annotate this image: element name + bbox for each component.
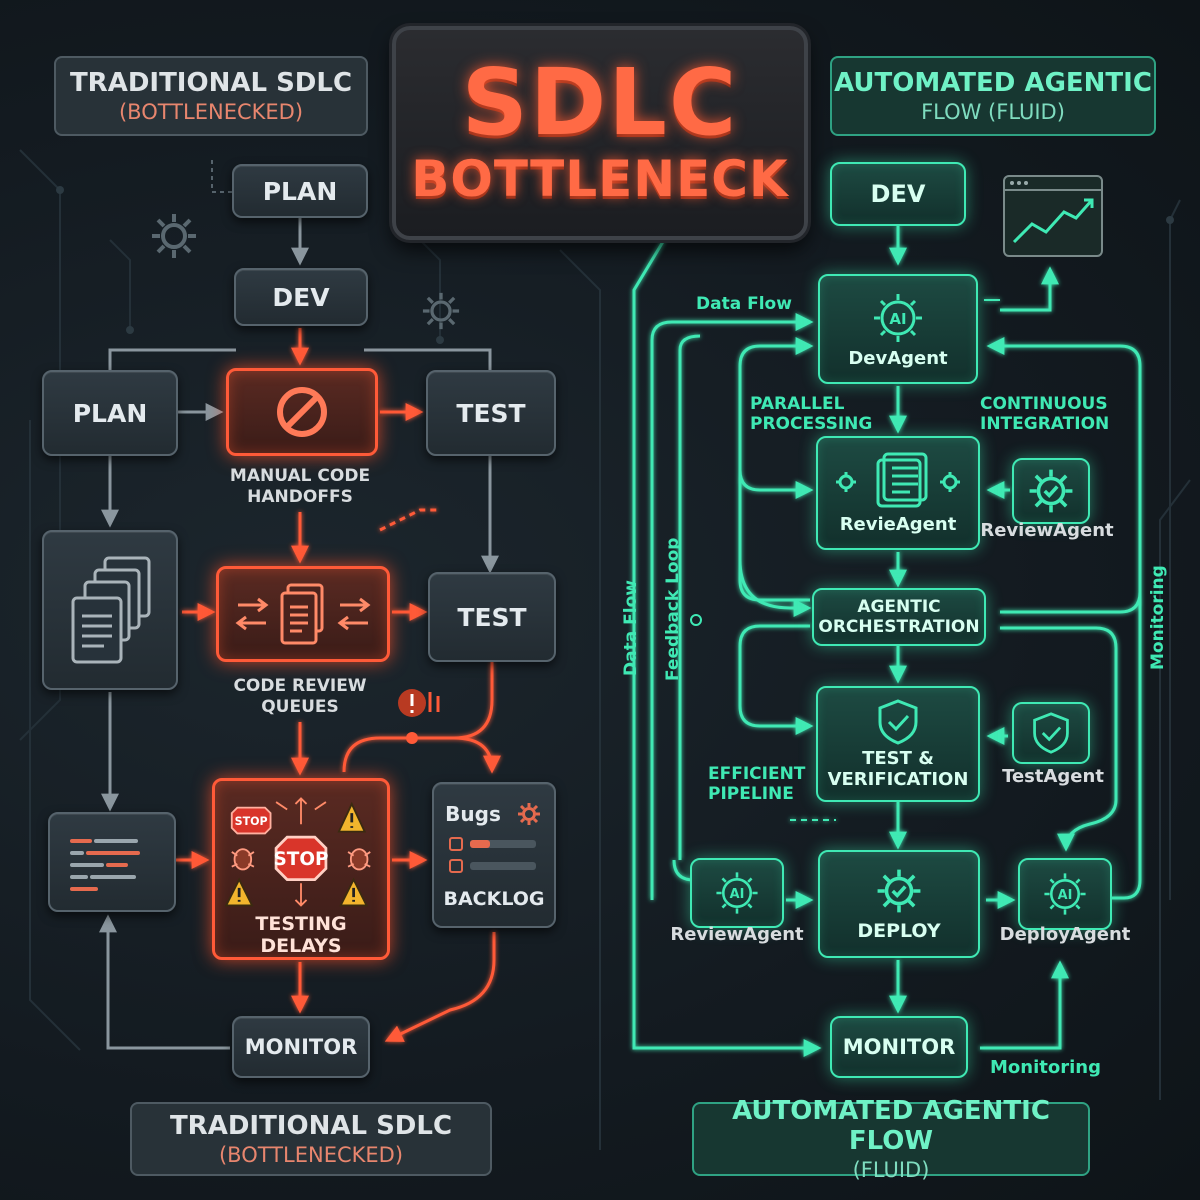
left-footer-subtitle: (BOTTLENECKED) bbox=[218, 1143, 404, 1167]
label-deployagent: DeployAgent bbox=[999, 924, 1131, 945]
arrow-loop-test bbox=[738, 624, 814, 735]
label-parallel-processing: PARALLEL PROCESSING bbox=[750, 394, 873, 434]
stop-sign-icon: STOP STOP bbox=[224, 797, 371, 907]
node-deploy[interactable]: DEPLOY bbox=[818, 850, 980, 958]
arrow-data-flow bbox=[650, 313, 814, 900]
gear-icon bbox=[517, 803, 540, 825]
ai-badge-text: AI bbox=[1058, 888, 1073, 903]
node-testagent-icon[interactable] bbox=[1012, 702, 1090, 764]
node-blocked[interactable] bbox=[226, 368, 378, 456]
node-revieagent[interactable]: RevieAgent bbox=[816, 436, 980, 550]
node-agentic-orchestration[interactable]: AGENTIC ORCHESTRATION bbox=[812, 588, 986, 646]
label-devagent: DevAgent bbox=[848, 347, 948, 369]
warning-icon bbox=[398, 689, 440, 717]
gear-icon bbox=[152, 214, 196, 258]
label-bugs: Bugs bbox=[445, 802, 501, 826]
ai-chip-icon: AI bbox=[1044, 873, 1086, 915]
arrow-devagent-chart bbox=[1000, 266, 1059, 312]
ai-badge-text: AI bbox=[730, 887, 745, 902]
right-header: AUTOMATED AGENTIC FLOW (FLUID) bbox=[830, 56, 1156, 136]
line-dev-test bbox=[364, 348, 492, 370]
node-plan-top[interactable]: PLAN bbox=[232, 164, 368, 218]
node-test-verification[interactable]: TEST & VERIFICATION bbox=[816, 686, 980, 802]
stop-big-text: STOP bbox=[273, 849, 328, 870]
label-deploy: DEPLOY bbox=[857, 920, 941, 942]
label-backlog: BACKLOG bbox=[443, 888, 545, 910]
right-footer-title: AUTOMATED AGENTIC FLOW bbox=[732, 1096, 1050, 1156]
gear-icon bbox=[422, 292, 460, 330]
right-header-subtitle: FLOW (FLUID) bbox=[921, 100, 1065, 124]
node-test-2[interactable]: TEST bbox=[428, 572, 556, 662]
node-testing-delays[interactable]: STOP STOP TESTING DELAYS bbox=[212, 778, 390, 960]
arrow-monitor-deployagent bbox=[980, 960, 1069, 1050]
label-testing-delays: TESTING DELAYS bbox=[255, 913, 347, 957]
node-monitor-left[interactable]: MONITOR bbox=[232, 1016, 370, 1078]
label-monitoring-side: Monitoring bbox=[1148, 565, 1168, 670]
ai-chip-icon: AI bbox=[716, 872, 758, 914]
node-devagent[interactable]: AI DevAgent bbox=[818, 274, 978, 384]
checklist-icon bbox=[449, 837, 536, 873]
left-footer-title: TRADITIONAL SDLC bbox=[169, 1111, 453, 1141]
node-plan[interactable]: PLAN bbox=[42, 370, 178, 456]
label-testagent: TestAgent bbox=[1002, 766, 1104, 787]
gear-check-icon bbox=[1029, 469, 1073, 513]
label-test-verification: TEST & VERIFICATION bbox=[827, 748, 969, 790]
arrow-ci-devagent bbox=[986, 337, 1142, 614]
node-dev[interactable]: DEV bbox=[234, 268, 368, 326]
arrow-monitor-feedback bbox=[99, 914, 230, 1050]
chart-window-icon bbox=[1003, 175, 1103, 257]
left-header-subtitle: (BOTTLENECKED) bbox=[118, 100, 304, 124]
label-monitoring-bottom: Monitoring bbox=[990, 1057, 1101, 1078]
node-monitor-right[interactable]: MONITOR bbox=[830, 1016, 968, 1078]
node-documents[interactable] bbox=[42, 530, 178, 690]
stop-small-text: STOP bbox=[235, 815, 268, 828]
label-data-flow-side: Data Flow bbox=[621, 580, 641, 676]
title-line-2: BOTTLENECK bbox=[411, 150, 789, 208]
label-manual-code-handoffs: MANUAL CODE HANDOFFS bbox=[229, 466, 371, 507]
label-feedback-loop: Feedback Loop bbox=[663, 537, 683, 681]
line-data-flow-outer bbox=[632, 239, 822, 1057]
label-code-review-queues: CODE REVIEW QUEUES bbox=[233, 676, 367, 717]
left-header-title: TRADITIONAL SDLC bbox=[69, 68, 353, 98]
node-bugs-backlog[interactable]: Bugs BACKLOG bbox=[432, 782, 556, 928]
left-header: TRADITIONAL SDLC (BOTTLENECKED) bbox=[54, 56, 368, 136]
arrow-loop-review bbox=[738, 469, 814, 499]
node-dev-agentic[interactable]: DEV bbox=[830, 162, 966, 226]
arrow-loop-devagent bbox=[738, 337, 814, 602]
label-data-flow-top: Data Flow bbox=[696, 294, 792, 314]
left-footer: TRADITIONAL SDLC (BOTTLENECKED) bbox=[130, 1102, 492, 1176]
node-reviewagent-icon[interactable] bbox=[1012, 458, 1090, 524]
ai-chip-icon: AI bbox=[874, 293, 922, 342]
arrow-loop-backlog bbox=[453, 736, 501, 774]
line-dev-plan bbox=[108, 348, 236, 370]
node-reviewagent-bottom-icon[interactable]: AI bbox=[690, 858, 784, 928]
no-entry-icon bbox=[277, 387, 327, 437]
label-continuous-integration: CONTINUOUS INTEGRATION bbox=[980, 394, 1110, 434]
arrow-backlog-monitor bbox=[384, 932, 496, 1042]
transfer-arrows-icon bbox=[235, 583, 371, 645]
ai-badge-text: AI bbox=[889, 310, 906, 328]
shield-check-icon bbox=[1033, 712, 1069, 754]
gear-check-icon bbox=[877, 869, 921, 913]
label-revieagent: RevieAgent bbox=[839, 513, 957, 535]
title-line-1: SDLC bbox=[461, 49, 739, 156]
arrow-orch-deployagent bbox=[1000, 626, 1118, 852]
label-reviewagent-bottom: ReviewAgent bbox=[670, 924, 804, 945]
title-plate: SDLC BOTTLENECK bbox=[392, 26, 808, 240]
node-code-editor[interactable] bbox=[48, 812, 176, 912]
node-deployagent-icon[interactable]: AI bbox=[1018, 858, 1112, 930]
node-test-1[interactable]: TEST bbox=[426, 370, 556, 456]
right-footer-subtitle: (FLUID) bbox=[852, 1158, 930, 1182]
documents-icon bbox=[71, 556, 151, 664]
code-lines-icon bbox=[70, 839, 140, 891]
right-footer: AUTOMATED AGENTIC FLOW (FLUID) bbox=[692, 1096, 1090, 1182]
label-reviewagent-side: ReviewAgent bbox=[980, 520, 1114, 541]
right-header-title: AUTOMATED AGENTIC bbox=[834, 68, 1152, 98]
shield-check-icon bbox=[878, 699, 918, 745]
checklist-icon bbox=[836, 452, 960, 507]
label-efficient-pipeline: EFFICIENT PIPELINE bbox=[708, 764, 806, 804]
node-code-review[interactable] bbox=[216, 566, 390, 662]
